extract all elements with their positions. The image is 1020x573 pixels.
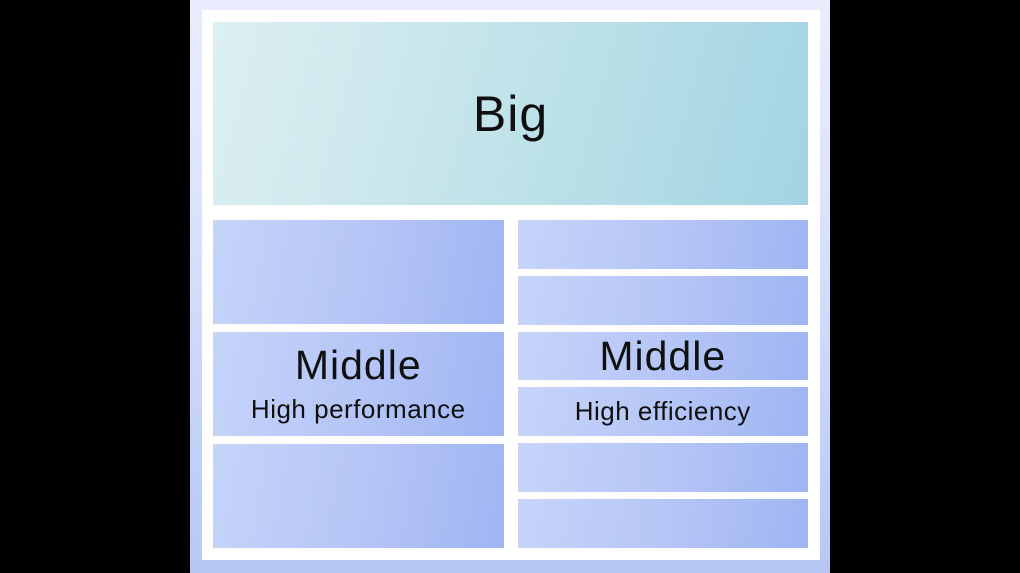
high-performance-core-2: Middle High performance [213,332,504,436]
high-efficiency-cluster-label: Middle [599,332,727,379]
high-performance-core-3 [213,444,504,548]
high-performance-cluster-label: Middle [294,341,422,388]
high-efficiency-core-5 [517,443,808,493]
high-performance-cluster-sublabel: High performance [250,393,466,424]
big-core-label: Big [472,85,549,142]
high-efficiency-cluster: Middle High efficiency [517,220,808,548]
big-core-block: Big [213,22,808,205]
high-efficiency-core-3: Middle [517,331,808,381]
high-efficiency-core-4: High efficiency [517,387,808,437]
middle-clusters: Middle High performance Middle High effi… [213,220,808,548]
high-efficiency-core-1 [517,220,808,269]
high-efficiency-cluster-sublabel: High efficiency [574,396,751,427]
high-efficiency-core-6 [517,499,808,548]
diagram-panel: Big Middle High performance Middle [190,0,830,573]
high-performance-cluster: Middle High performance [213,220,504,548]
high-efficiency-core-2 [517,275,808,325]
high-performance-core-1 [213,220,504,324]
cpu-cluster-frame: Big Middle High performance Middle [202,10,820,560]
